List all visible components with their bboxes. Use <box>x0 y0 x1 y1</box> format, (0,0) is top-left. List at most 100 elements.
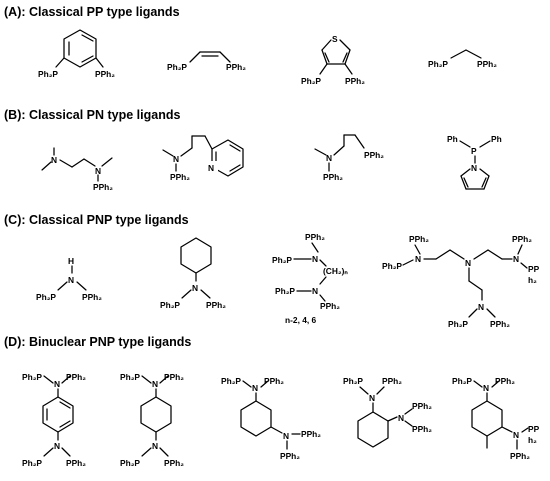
label-c4-pbl: Ph₂P <box>448 319 468 329</box>
label-b2-npy: N <box>208 163 214 173</box>
label-d5-h2: h₂ <box>528 435 537 445</box>
label-c2-n: N <box>192 283 198 293</box>
label-d4-p3: PPh₂ <box>412 401 432 411</box>
label-b2-p: PPh₂ <box>170 172 190 182</box>
molecule-d2: Ph₂P N PPh₂ N Ph₂P PPh₂ <box>120 372 184 468</box>
label-c3-pl2: Ph₂P <box>275 286 295 296</box>
label-a3-p1: Ph₂P <box>301 76 321 86</box>
molecule-a1: Ph₂P PPh₂ <box>38 29 115 79</box>
molecule-c4: PPh₂ Ph₂P N N N PPh₂ PP h₂ N Ph₂P PPh₂ <box>382 234 540 329</box>
molecule-d3: Ph₂P N PPh₂ N PPh₂ PPh₂ <box>221 376 321 461</box>
label-c3-nb: N <box>312 286 318 296</box>
label-c2-p2: PPh₂ <box>206 300 226 310</box>
label-d3-tn: N <box>252 383 258 393</box>
label-d4-n2: N <box>398 413 404 423</box>
molecule-c3: PPh₂ Ph₂P N (CH₂)ₙ Ph₂P N PPh₂ n-2, 4, 6 <box>272 232 348 325</box>
molecule-a4: Ph₂P PPh₂ <box>428 49 497 69</box>
label-d2-bn: N <box>152 441 158 451</box>
molecule-a3: S Ph₂P PPh₂ <box>301 34 365 86</box>
label-a3-s: S <box>332 34 338 44</box>
molecule-a2: Ph₂P PPh₂ <box>167 51 246 72</box>
label-d2-tp1: Ph₂P <box>120 372 140 382</box>
label-d3-tp1: Ph₂P <box>221 376 241 386</box>
label-d3-p3: PPh₂ <box>301 429 321 439</box>
label-c4-n1: N <box>415 254 421 264</box>
section-heading-c: (C): Classical PNP type ligands <box>4 213 189 227</box>
label-d1-tp2: PPh₂ <box>66 372 86 382</box>
label-d2-bp1: Ph₂P <box>120 458 140 468</box>
label-d4-tp1: Ph₂P <box>343 376 363 386</box>
molecule-c2: N Ph₂P PPh₂ <box>160 237 226 310</box>
label-c4-nb: N <box>478 302 484 312</box>
label-a1-p1: Ph₂P <box>38 69 58 79</box>
molecule-b3: N PPh₂ PPh₂ <box>314 134 384 182</box>
label-c4-pp: PP <box>528 264 540 274</box>
label-c2-p1: Ph₂P <box>160 300 180 310</box>
label-c1-h: H <box>68 256 74 266</box>
label-d3-tp2: PPh₂ <box>264 376 284 386</box>
molecule-b4: Ph P Ph N <box>447 134 502 190</box>
label-a4-p1: Ph₂P <box>428 59 448 69</box>
molecule-d1: Ph₂P N PPh₂ N Ph₂P PPh₂ <box>22 372 86 468</box>
label-d2-tn: N <box>152 379 158 389</box>
label-d5-n2: N <box>513 430 519 440</box>
label-a1-p2: PPh₂ <box>95 69 115 79</box>
label-a4-p2: PPh₂ <box>477 59 497 69</box>
label-d1-bn: N <box>54 441 60 451</box>
label-c3-ch: (CH₂)ₙ <box>323 266 348 276</box>
label-b1-n2: N <box>95 166 101 176</box>
label-b4-p: P <box>471 146 477 156</box>
section-heading-d: (D): Binuclear PNP type ligands <box>4 335 191 349</box>
label-d3-n2: N <box>283 431 289 441</box>
label-a3-p2: PPh₂ <box>345 76 365 86</box>
label-c4-nc: N <box>465 258 471 268</box>
label-b1-p: PPh₂ <box>93 182 113 192</box>
label-d1-bp1: Ph₂P <box>22 458 42 468</box>
label-d4-tn: N <box>369 393 375 403</box>
label-d5-tp2: PPh₂ <box>495 376 515 386</box>
label-d3-p4: PPh₂ <box>280 451 300 461</box>
molecule-c1: H N Ph₂P PPh₂ <box>36 256 102 302</box>
label-d4-p4: PPh₂ <box>412 424 432 434</box>
label-c4-pl: Ph₂P <box>382 261 402 271</box>
label-c1-n: N <box>68 275 74 285</box>
label-c4-p1: PPh₂ <box>409 234 429 244</box>
molecule-b2: N PPh₂ N <box>162 135 244 182</box>
label-c3-note: n-2, 4, 6 <box>285 315 317 325</box>
label-b3-p1: PPh₂ <box>364 150 384 160</box>
label-c4-h2: h₂ <box>528 275 537 285</box>
label-d2-tp2: PPh₂ <box>164 372 184 382</box>
label-d2-bp2: PPh₂ <box>164 458 184 468</box>
molecule-d5: Ph₂P N PPh₂ N PP h₂ PPh₂ <box>452 376 540 461</box>
label-d1-tn: N <box>54 379 60 389</box>
label-d1-tp1: Ph₂P <box>22 372 42 382</box>
label-b3-n: N <box>326 153 332 163</box>
label-a2-p1: Ph₂P <box>167 62 187 72</box>
label-c3-pb: PPh₂ <box>320 301 340 311</box>
label-a2-p2: PPh₂ <box>226 62 246 72</box>
label-b2-n: N <box>173 154 179 164</box>
molecule-b1: N N PPh₂ <box>41 147 113 192</box>
label-c4-pbr: PPh₂ <box>490 319 510 329</box>
label-d5-pp: PP <box>528 424 540 434</box>
label-c3-pl: Ph₂P <box>272 255 292 265</box>
label-b4-ph1: Ph <box>447 134 458 144</box>
label-c1-p2: PPh₂ <box>82 292 102 302</box>
label-c3-nt: N <box>312 254 318 264</box>
molecule-d4: Ph₂P PPh₂ N N PPh₂ PPh₂ <box>343 376 432 448</box>
label-b4-n: N <box>471 163 477 173</box>
label-d1-bp2: PPh₂ <box>66 458 86 468</box>
label-d5-tp1: Ph₂P <box>452 376 472 386</box>
label-c4-p2: PPh₂ <box>512 234 532 244</box>
label-b3-p2: PPh₂ <box>323 172 343 182</box>
label-c3-pt: PPh₂ <box>305 232 325 242</box>
label-b1-n1: N <box>51 155 57 165</box>
label-c4-n3: N <box>513 254 519 264</box>
section-heading-a: (A): Classical PP type ligands <box>4 5 180 19</box>
label-c1-p1: Ph₂P <box>36 292 56 302</box>
label-d5-tn: N <box>483 383 489 393</box>
label-b4-ph2: Ph <box>491 134 502 144</box>
section-heading-b: (B): Classical PN type ligands <box>4 108 180 122</box>
label-d5-p4: PPh₂ <box>510 451 530 461</box>
